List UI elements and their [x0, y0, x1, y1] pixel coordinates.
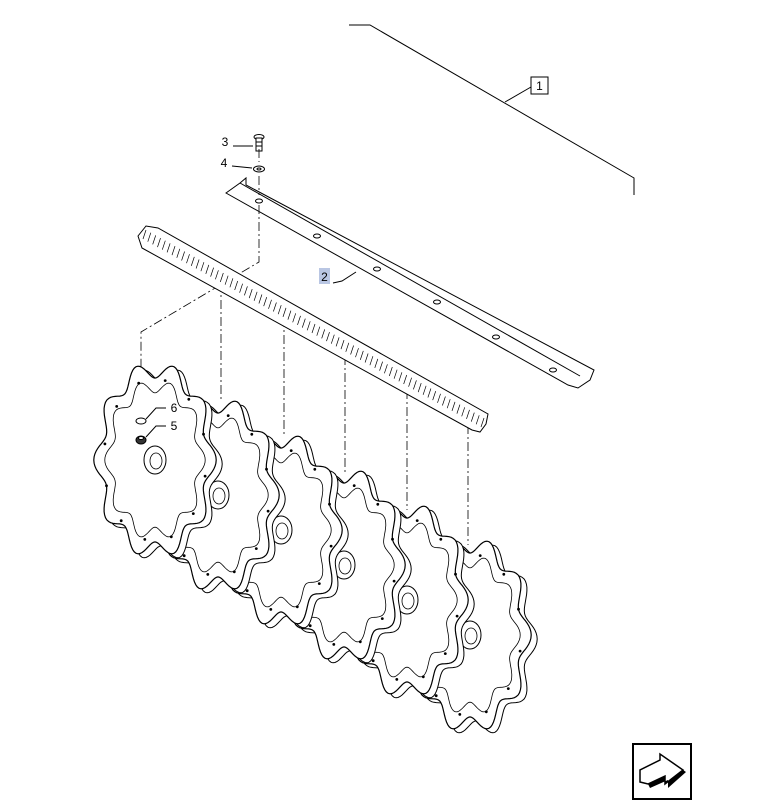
disc-bolt-hole: [380, 617, 384, 620]
callout-2[interactable]: 2: [319, 268, 357, 284]
disc-hub-bore: [464, 627, 478, 645]
disc-bolt-hole: [358, 640, 362, 644]
disc-hub-bore: [212, 487, 226, 505]
rotor-discs: [93, 365, 538, 734]
callout-1-label: 1: [536, 79, 543, 93]
disc-bolt-hole: [265, 467, 268, 471]
disc-hub-bore: [275, 522, 289, 540]
disc-hub-bore: [338, 557, 352, 575]
callout-5[interactable]: 5: [145, 419, 178, 438]
disc-bolt-hole: [434, 694, 438, 698]
disc-bolt-hole: [137, 381, 141, 385]
disc-bolt-hole: [352, 484, 356, 487]
disc-bolt-hole: [269, 608, 273, 611]
disc-hub-bore: [149, 452, 163, 470]
disc-bolt-hole: [313, 467, 317, 471]
disc-bolt-hole: [484, 710, 488, 714]
disc-bolt-hole: [391, 537, 394, 541]
callout-2-label: 2: [321, 270, 328, 284]
disc-bolt-hole: [454, 572, 457, 576]
disc-bolt-hole: [250, 432, 254, 436]
bolt[interactable]: [253, 134, 265, 152]
disc-bolt-hole: [392, 579, 396, 583]
callout-4[interactable]: 4: [221, 156, 253, 170]
disc-bolt-hole: [443, 652, 447, 655]
disc-hub-bore: [401, 592, 415, 610]
disc-bolt-hole: [206, 573, 210, 576]
callout-5-label: 5: [171, 419, 178, 433]
disc-bolt-hole: [289, 449, 293, 452]
disc-bolt-hole: [458, 713, 462, 716]
disc-bolt-hole: [202, 432, 205, 436]
callout-4-label: 4: [221, 156, 228, 170]
disc-bolt-hole: [119, 519, 123, 523]
disc-bolt-hole: [203, 474, 207, 478]
next-page-arrow-icon[interactable]: [632, 743, 692, 800]
disc-bolt-hole: [332, 643, 336, 646]
disc-bolt-hole: [266, 509, 270, 513]
disc-bolt-hole: [371, 659, 375, 663]
disc-bolt-hole: [254, 547, 258, 550]
disc-bolt-hole: [329, 544, 333, 548]
disc-bolt-hole: [502, 572, 506, 576]
disc-bolt-hole: [169, 535, 173, 539]
callout-6[interactable]: 6: [145, 401, 178, 420]
callout-1[interactable]: 1: [530, 76, 549, 95]
disc-bolt-hole: [506, 687, 510, 690]
assembly-bracket: [349, 24, 635, 195]
disc-inner-edge: [104, 382, 206, 538]
disc-bolt-hole: [187, 397, 191, 401]
disc-bolt-hole: [517, 607, 520, 611]
disc-bolt-hole: [317, 582, 321, 585]
disc-bolt-hole: [308, 624, 312, 628]
callout-3-label: 3: [222, 135, 229, 149]
disc-bolt-hole: [415, 519, 419, 522]
disc-bolt-hole: [421, 675, 425, 679]
scraper-strip[interactable]: [225, 176, 595, 389]
disc-bolt-hole: [245, 589, 249, 593]
disc-bolt-hole: [395, 678, 399, 681]
washer[interactable]: [253, 165, 265, 173]
disc-bolt-hole: [191, 512, 195, 515]
disc-bolt-hole: [439, 537, 443, 541]
disc-bolt-hole: [105, 484, 108, 488]
disc-bolt-hole: [455, 614, 459, 618]
disc-bolt-hole: [518, 649, 522, 653]
disc-bolt-hole: [295, 605, 299, 609]
disc-bolt-hole: [115, 405, 119, 408]
disc-bolt-hole: [182, 554, 186, 558]
disc-fasteners[interactable]: [135, 417, 147, 445]
disc-bolt-hole: [232, 570, 236, 574]
callout-6-label: 6: [171, 401, 178, 415]
serrated-comb-rail[interactable]: [137, 225, 489, 433]
disc-bolt-hole: [328, 502, 331, 506]
disc-bolt-hole: [103, 442, 107, 446]
disc-bolt-hole: [163, 379, 167, 382]
disc-bolt-hole: [143, 538, 147, 541]
disc-bolt-hole: [226, 414, 230, 417]
rotor-disc[interactable]: [93, 365, 223, 559]
callout-3[interactable]: 3: [222, 135, 253, 149]
disc-bolt-hole: [376, 502, 380, 506]
disc-bolt-hole: [478, 554, 482, 557]
